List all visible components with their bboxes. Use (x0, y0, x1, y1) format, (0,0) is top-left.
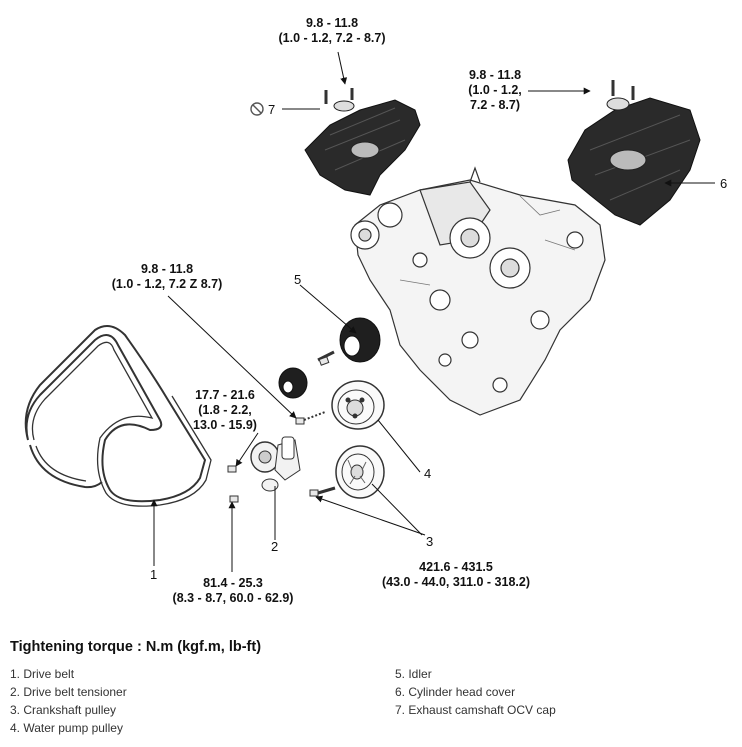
torque-value: 9.8 - 11.8 (140, 262, 194, 276)
callout-7: 7 (268, 102, 276, 117)
water-pump-pulley (331, 380, 385, 430)
legend-item: 7. Exhaust camshaft OCV cap (395, 703, 556, 717)
torque-value-alt: (1.8 - 2.2, (198, 403, 252, 417)
cylinder-head-cover-right (567, 80, 701, 226)
torque-label-cover-left: 9.8 - 11.8 (1.0 - 1.2, 7.2 - 8.7) (262, 16, 402, 46)
legend-item: 3. Crankshaft pulley (10, 703, 117, 717)
leader-lines (150, 51, 715, 572)
torque-label-crankshaft-bolt: 421.6 - 431.5 (43.0 - 44.0, 311.0 - 318.… (365, 560, 547, 590)
legend-item: 1. Drive belt (10, 667, 75, 681)
no-reuse-icon (250, 102, 264, 116)
callout-1: 1 (150, 567, 158, 582)
torque-value: 9.8 - 11.8 (305, 16, 359, 30)
torque-value-alt: (8.3 - 8.7, 60.0 - 62.9) (172, 591, 294, 605)
cylinder-head-cover-left (304, 88, 421, 196)
torque-value-alt: 7.2 - 8.7) (469, 98, 521, 112)
exploded-parts-diagram (24, 51, 715, 572)
drive-belt-tensioner (250, 436, 301, 492)
legend-item: 4. Water pump pulley (10, 721, 123, 735)
callout-2: 2 (271, 539, 279, 554)
torque-value-alt: (1.0 - 1.2, 7.2 Z 8.7) (111, 277, 223, 291)
torque-value: 421.6 - 431.5 (419, 560, 493, 574)
bolts (227, 356, 336, 503)
torque-value: 9.8 - 11.8 (468, 68, 522, 82)
drive-belt (24, 325, 212, 507)
torque-label-cover-right: 9.8 - 11.8 (1.0 - 1.2, 7.2 - 8.7) (450, 68, 540, 113)
callout-6: 6 (720, 176, 728, 191)
torque-value-alt: 13.0 - 15.9) (193, 418, 257, 432)
engine-block (350, 166, 606, 416)
torque-value-alt: (43.0 - 44.0, 311.0 - 318.2) (381, 575, 531, 589)
callout-3: 3 (426, 534, 434, 549)
torque-value-alt: (1.0 - 1.2, 7.2 - 8.7) (278, 31, 386, 45)
torque-value-alt: (1.0 - 1.2, (468, 83, 522, 97)
torque-label-idler-bolt: 9.8 - 11.8 (1.0 - 1.2, 7.2 Z 8.7) (92, 262, 242, 292)
torque-value: 81.4 - 25.3 (203, 576, 263, 590)
torque-value: 17.7 - 21.6 (195, 388, 255, 402)
legend-item: 6. Cylinder head cover (395, 685, 516, 699)
torque-label-tensioner-bolt: 81.4 - 25.3 (8.3 - 8.7, 60.0 - 62.9) (158, 576, 308, 606)
crankshaft-pulley (335, 445, 385, 499)
legend-item: 2. Drive belt tensioner (10, 685, 127, 699)
torque-label-water-pump-bolt: 17.7 - 21.6 (1.8 - 2.2, 13.0 - 15.9) (180, 388, 270, 433)
legend-title: Tightening torque : N.m (kgf.m, lb-ft) (10, 639, 262, 655)
callout-4: 4 (424, 466, 432, 481)
callout-5: 5 (294, 272, 302, 287)
legend-item: 5. Idler (395, 667, 432, 681)
